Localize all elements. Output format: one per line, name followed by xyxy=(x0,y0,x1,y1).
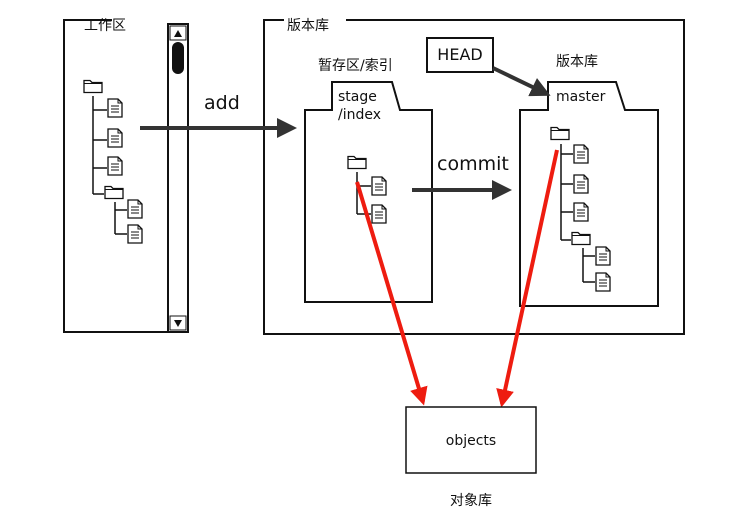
folder-icon xyxy=(104,185,124,200)
stage-tab-label: stage xyxy=(338,89,377,105)
head-arrow xyxy=(492,66,551,97)
file-icon xyxy=(573,202,589,222)
workspace-panel: 工作区 xyxy=(63,18,189,333)
scroll-thumb[interactable] xyxy=(172,42,184,74)
stage-tab-label-2: /index xyxy=(338,107,381,123)
workspace-file-tree xyxy=(92,96,127,235)
repository-panel: 版本库 xyxy=(263,18,685,335)
branch-caption: 版本库 xyxy=(556,54,598,70)
repository-title: 版本库 xyxy=(287,18,329,34)
file-icon xyxy=(127,199,143,219)
workspace-title: 工作区 xyxy=(84,18,126,34)
folder-icon xyxy=(347,155,367,170)
file-icon xyxy=(107,98,123,118)
file-icon xyxy=(595,272,611,292)
objects-caption: 对象库 xyxy=(450,493,492,509)
head-box: HEAD xyxy=(426,37,494,73)
file-icon xyxy=(127,224,143,244)
file-icon xyxy=(595,246,611,266)
commit-arrow: commit xyxy=(412,153,512,200)
head-label: HEAD xyxy=(437,45,482,64)
file-icon xyxy=(107,156,123,176)
master-to-objects-arrow xyxy=(496,149,559,408)
file-icon xyxy=(371,176,387,196)
folder-icon xyxy=(571,231,591,246)
objects-box: objects xyxy=(405,406,537,474)
workspace-scrollbar[interactable] xyxy=(167,23,189,333)
file-icon xyxy=(371,204,387,224)
stage-to-objects-arrow xyxy=(355,181,428,406)
scroll-down-icon[interactable] xyxy=(174,320,182,327)
folder-icon xyxy=(83,79,103,94)
stage-caption: 暂存区/索引 xyxy=(318,57,393,74)
add-arrow: add xyxy=(140,92,297,138)
stage-folder: 暂存区/索引 stage /index xyxy=(304,57,433,303)
master-folder: 版本库 master xyxy=(519,54,659,307)
master-tab-label: master xyxy=(556,89,606,105)
add-arrow-label: add xyxy=(204,92,240,114)
file-icon xyxy=(107,128,123,148)
commit-arrow-label: commit xyxy=(437,153,509,175)
folder-icon xyxy=(550,126,570,141)
file-icon xyxy=(573,174,589,194)
file-icon xyxy=(573,144,589,164)
scroll-up-icon[interactable] xyxy=(174,30,182,37)
objects-label: objects xyxy=(446,433,496,449)
